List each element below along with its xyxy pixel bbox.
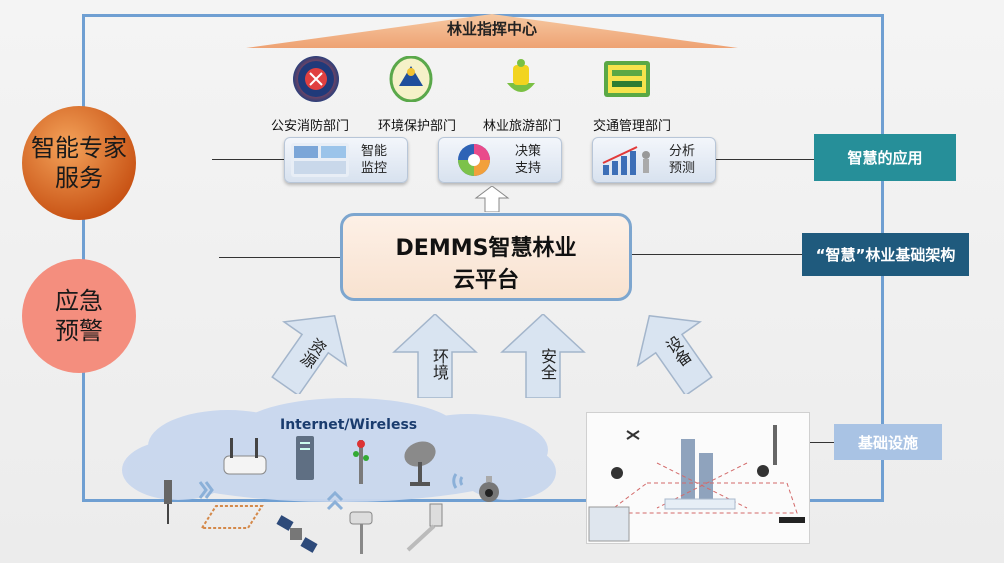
command-center-title: 林业指挥中心 [446, 20, 537, 38]
expert-service-label: 智能专家 服务 [31, 134, 127, 192]
dept-environment: 环境保护部门 [377, 119, 456, 134]
line-apps-left [212, 159, 284, 160]
arrow-security [500, 314, 586, 398]
network-cloud [122, 398, 556, 502]
sensor-post-icon [164, 480, 172, 524]
environment-emblem-icon [388, 56, 434, 102]
arrow-security-label: 安全 [538, 348, 557, 380]
platform-title-line1: DEMMS智慧林业 [395, 236, 577, 261]
dept-traffic: 交通管理部门 [592, 119, 671, 134]
facilities-label: 基础设施 [834, 424, 942, 460]
arrow-environment [392, 314, 478, 398]
satellite-icon [276, 515, 318, 553]
traffic-logo-icon [604, 56, 650, 102]
satellite-dish-icon [404, 441, 436, 486]
infrastructure-network-illustration [586, 412, 810, 544]
up-arrow-small-icon [474, 186, 510, 212]
line-apps-right [713, 159, 814, 160]
line-platform-left [219, 257, 340, 258]
signal-waves-icon [198, 481, 214, 499]
wifi-signal-icon [452, 473, 464, 489]
arrow-equipment [636, 314, 713, 394]
emergency-warning-label: 应急 预警 [55, 287, 103, 345]
app-label-monitoring: 智能 监控 [361, 144, 388, 176]
smart-application-label: 智慧的应用 [814, 134, 956, 181]
dept-forestry-tourism: 林业旅游部门 [482, 119, 561, 134]
demms-cloud-platform: DEMMS智慧林业 云平台 [340, 213, 632, 301]
line-platform-right [632, 254, 802, 255]
app-label-analysis: 分析 预测 [669, 144, 696, 176]
pole-camera-icon [406, 503, 443, 552]
police-badge-icon [293, 56, 339, 102]
platform-title-line2: 云平台 [452, 268, 519, 293]
facility-network-diagram [587, 413, 809, 543]
infra-architecture-label: “智慧”林业基础架构 [802, 233, 969, 276]
dept-police-fire: 公安消防部门 [270, 119, 349, 134]
emergency-warning-circle: 应急 预警 [22, 259, 136, 373]
monitoring-screen-icon [291, 143, 349, 177]
arrow-environment-label: 环境 [430, 348, 449, 380]
command-center-roof [246, 14, 738, 48]
arrow-resource [271, 314, 348, 394]
signal-tower-icon [353, 440, 369, 484]
wireless-router-icon [223, 438, 267, 475]
pie-wheel-icon [458, 144, 490, 176]
growth-chart-icon [602, 146, 650, 175]
expert-service-circle: 智能专家 服务 [22, 106, 136, 220]
app-label-decision: 决策 支持 [515, 144, 542, 176]
modem-tower-icon [296, 436, 314, 480]
double-chevron-up-icon [326, 490, 344, 511]
app-decision-support: 决策 支持 [438, 137, 562, 183]
dome-camera-icon [479, 476, 499, 502]
bullet-camera-icon [349, 511, 373, 554]
app-analysis-prediction: 分析 预测 [592, 137, 716, 183]
app-smart-monitoring: 智能 监控 [284, 137, 408, 183]
tourism-logo-icon [498, 56, 544, 102]
internet-wireless-title: Internet/Wireless [280, 417, 418, 433]
perimeter-fence-icon [200, 505, 264, 529]
